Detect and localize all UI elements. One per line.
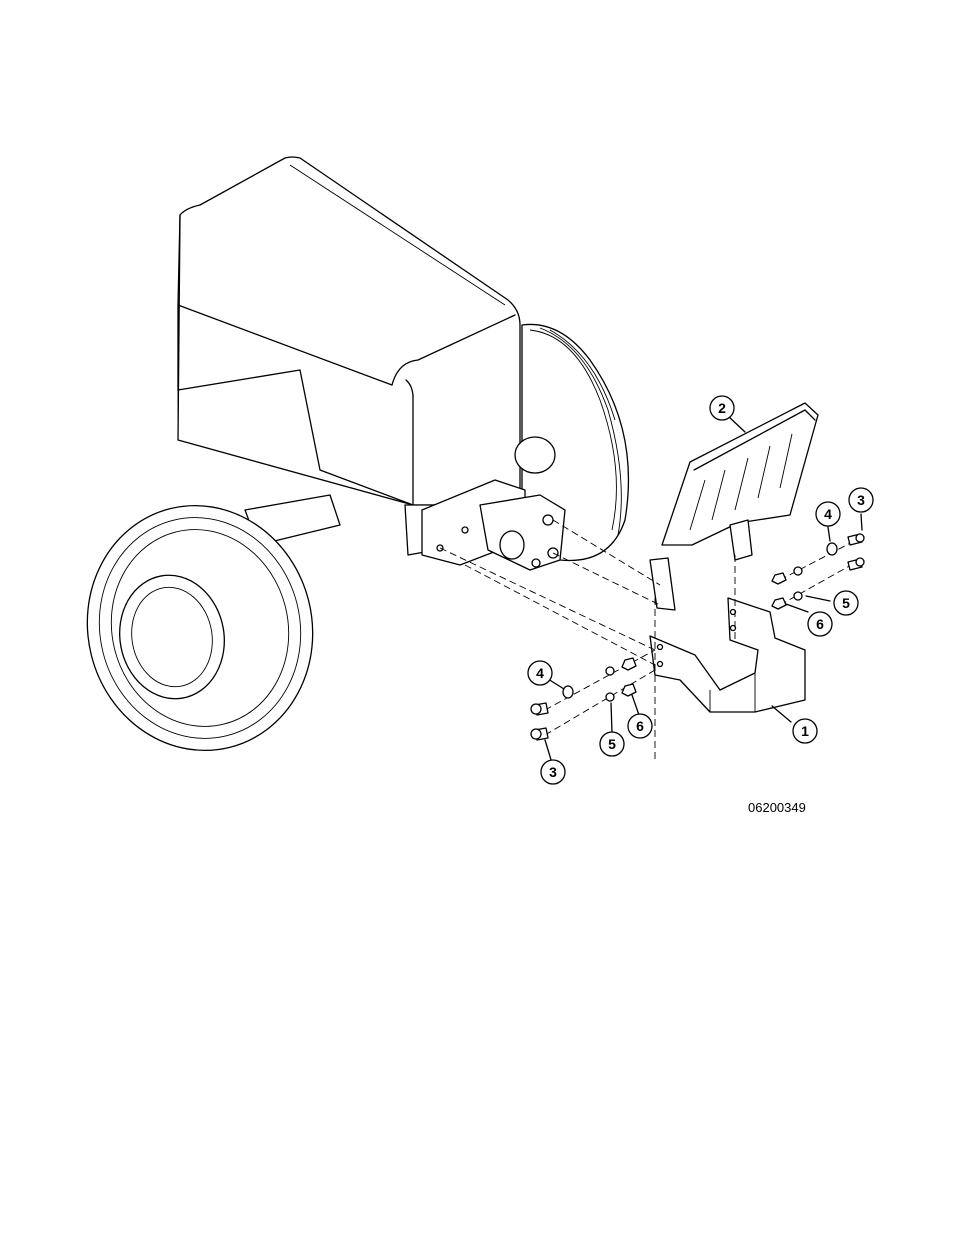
- callout-3: 3: [541, 760, 565, 784]
- callout-label: 4: [536, 665, 544, 681]
- callout-label: 6: [816, 616, 824, 632]
- part-1-bracket: [650, 598, 805, 712]
- callout-3: 3: [849, 488, 873, 512]
- callout-label: 2: [718, 400, 726, 416]
- callout-4: 4: [816, 502, 840, 526]
- callout-2: 2: [710, 396, 734, 420]
- callout-5: 5: [834, 591, 858, 615]
- callout-label: 5: [842, 595, 850, 611]
- callout-6: 6: [808, 612, 832, 636]
- callout-1: 1: [793, 719, 817, 743]
- callout-5: 5: [600, 732, 624, 756]
- tractor-hood: [178, 157, 520, 505]
- callout-6: 6: [628, 714, 652, 738]
- drawing-number: 06200349: [748, 800, 806, 815]
- part-2-grille-guard: [650, 403, 818, 610]
- callout-label: 3: [857, 492, 865, 508]
- callout-label: 3: [549, 764, 557, 780]
- callout-label: 6: [636, 718, 644, 734]
- callout-4: 4: [528, 661, 552, 685]
- callout-label: 5: [608, 736, 616, 752]
- callout-label: 4: [824, 506, 832, 522]
- callout-label: 1: [801, 723, 809, 739]
